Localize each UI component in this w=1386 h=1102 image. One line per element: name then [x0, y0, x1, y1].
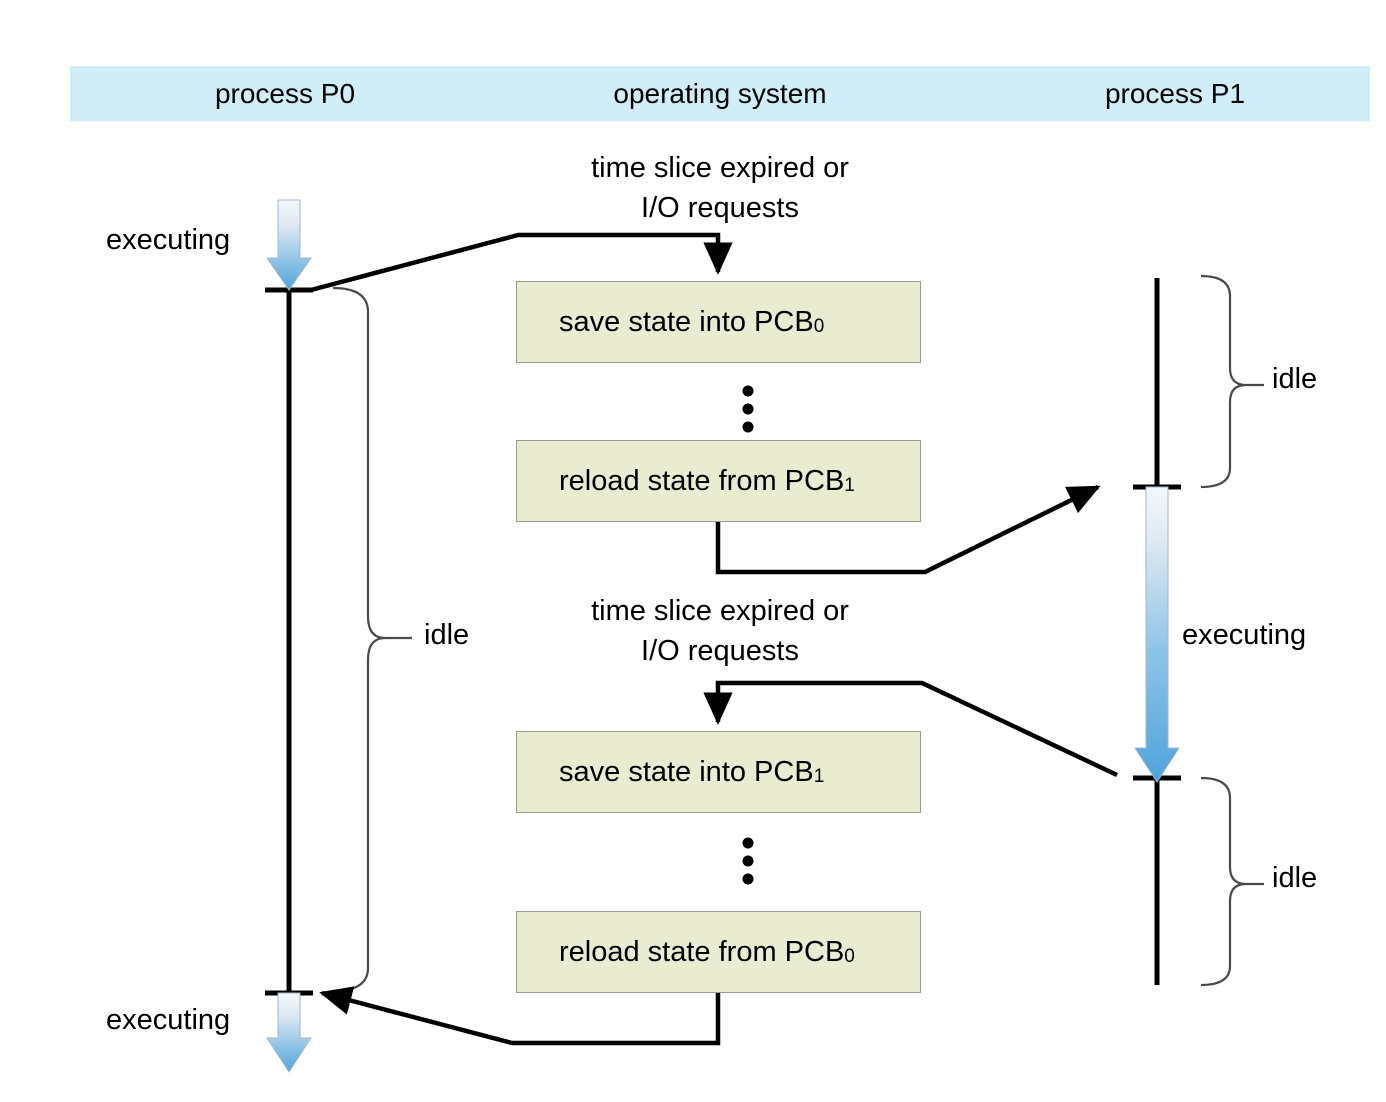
trigger-note-line1: time slice expired or — [591, 595, 849, 627]
label-executing-p0-top: executing — [106, 224, 231, 256]
connector-reload1-to-p1 — [715, 484, 1101, 575]
brace-idle-p1-bottom — [1200, 776, 1264, 987]
p1-executing-arrow — [1134, 486, 1180, 783]
label-idle-p1-bottom: idle — [1272, 862, 1318, 894]
trigger-note-line2: I/O requests — [641, 635, 799, 667]
connector-p1-to-save1 — [703, 680, 1118, 778]
label-executing-p1: executing — [1182, 619, 1307, 651]
header-band — [70, 66, 1370, 121]
p0-executing-arrow-top — [266, 199, 312, 291]
p0-executing-arrow-bottom — [266, 992, 312, 1073]
os-step-label: save state into PCB — [559, 755, 814, 788]
trigger-note-first: time slice expired or I/O requests — [505, 148, 935, 228]
header-column-process-p1: process P1 — [1104, 78, 1246, 109]
label-executing-p0-bottom: executing — [106, 1004, 231, 1036]
brace-idle-p0 — [332, 286, 412, 993]
ellipsis-between-box1-box2 — [742, 385, 754, 433]
os-step-subscript: 0 — [844, 946, 855, 967]
trigger-note-line1: time slice expired or — [591, 152, 849, 184]
timeline-process-p0 — [265, 287, 313, 996]
connector-reload0-to-p0 — [319, 986, 721, 1046]
header-column-process-p0: process P0 — [214, 78, 356, 109]
os-step-subscript: 0 — [813, 316, 825, 337]
connector-p0-to-save0 — [310, 232, 733, 293]
brace-idle-p1-top — [1200, 274, 1264, 489]
header-column-operating-system: operating system — [613, 78, 827, 109]
label-idle-p1-top: idle — [1272, 363, 1318, 395]
os-step-label: save state into PCB — [559, 305, 814, 338]
os-step-subscript: 1 — [813, 766, 825, 787]
label-idle-p0: idle — [424, 619, 470, 651]
os-step-subscript: 1 — [844, 475, 855, 496]
ellipsis-between-box3-box4 — [742, 837, 754, 885]
os-step-label: reload state from PCB — [559, 935, 845, 968]
trigger-note-line2: I/O requests — [641, 192, 799, 224]
os-step-label: reload state from PCB — [559, 464, 845, 497]
trigger-note-second: time slice expired or I/O requests — [505, 591, 935, 671]
